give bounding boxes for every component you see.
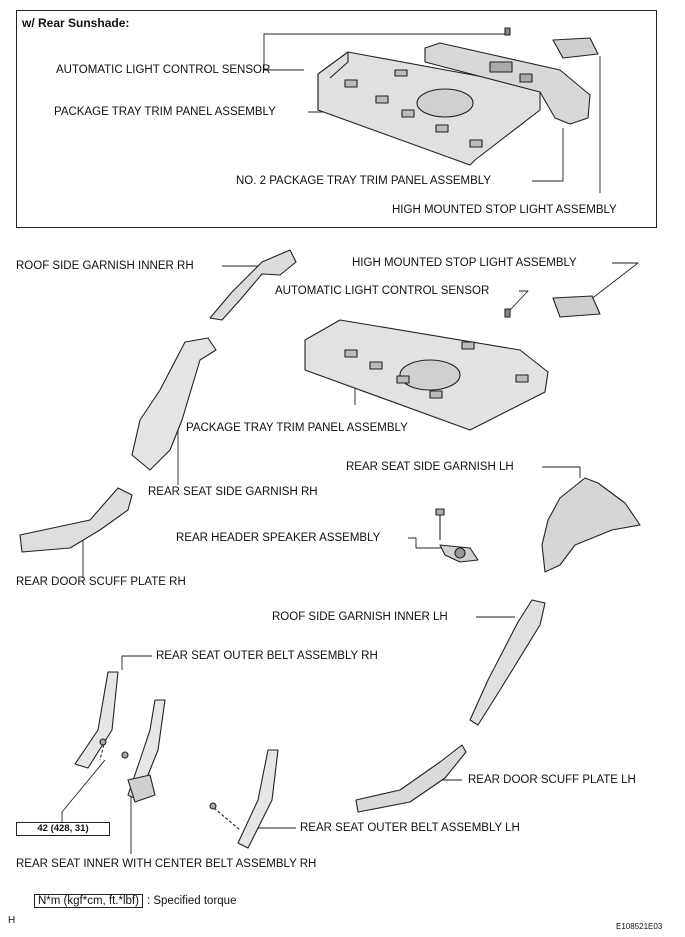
inset-label-auto-light-sensor: AUTOMATIC LIGHT CONTROL SENSOR — [56, 64, 271, 76]
rear-seat-side-garnish-lh-part — [541, 477, 641, 573]
legend-unit-box: N*m (kgf*cm, ft.*lbf) — [34, 894, 143, 908]
inset-stop-light-part — [552, 37, 599, 59]
label-stop-light: HIGH MOUNTED STOP LIGHT ASSEMBLY — [352, 257, 577, 269]
label-roof-side-garnish-inner-rh: ROOF SIDE GARNISH INNER RH — [16, 260, 194, 272]
figure-code: E108521E03 — [616, 922, 663, 931]
package-tray-part — [304, 319, 549, 431]
label-rear-seat-side-garnish-rh: REAR SEAT SIDE GARNISH RH — [148, 486, 318, 498]
inset-no2-tray-part — [424, 42, 591, 125]
label-rear-header-speaker: REAR HEADER SPEAKER ASSEMBLY — [176, 532, 381, 544]
inset-sensor-part — [504, 27, 511, 36]
rear-seat-side-garnish-rh-part — [131, 337, 217, 471]
leader-torque — [61, 759, 106, 822]
label-rear-door-scuff-lh: REAR DOOR SCUFF PLATE LH — [468, 774, 636, 786]
rear-sunshade-inset-frame — [16, 10, 657, 228]
leader-inset-sensor — [263, 33, 507, 71]
torque-spec-box: 42 (428, 31) — [16, 822, 110, 836]
label-package-tray: PACKAGE TRAY TRIM PANEL ASSEMBLY — [186, 422, 408, 434]
leader-stop-light — [589, 262, 639, 301]
label-rear-seat-side-garnish-lh: REAR SEAT SIDE GARNISH LH — [346, 461, 514, 473]
rear-header-speaker-part — [435, 508, 479, 563]
legend: N*m (kgf*cm, ft.*lbf): Specified torque — [34, 894, 236, 909]
label-rear-seat-outer-belt-lh: REAR SEAT OUTER BELT ASSEMBLY LH — [300, 822, 520, 834]
label-rear-door-scuff-rh: REAR DOOR SCUFF PLATE RH — [16, 576, 186, 588]
stop-light-part — [552, 295, 601, 318]
label-roof-side-garnish-inner-lh: ROOF SIDE GARNISH INNER LH — [272, 611, 448, 623]
corner-mark-left: H — [8, 915, 16, 926]
inset-label-stop-light: HIGH MOUNTED STOP LIGHT ASSEMBLY — [392, 204, 617, 216]
inset-package-tray-part — [317, 51, 541, 166]
roof-side-garnish-inner-rh-part — [209, 249, 297, 321]
inset-label-package-tray: PACKAGE TRAY TRIM PANEL ASSEMBLY — [54, 106, 276, 118]
inset-title: w/ Rear Sunshade: — [22, 16, 130, 30]
leader-side-lh — [542, 466, 581, 478]
roof-side-garnish-inner-lh-part — [469, 599, 546, 726]
sensor-part — [504, 308, 511, 318]
leader-speaker — [408, 537, 445, 549]
leader-inset-no2-tray — [532, 128, 564, 182]
legend-text: : Specified torque — [146, 895, 237, 907]
rear-seat-inner-center-belt-rh-part — [121, 699, 166, 803]
label-rear-seat-outer-belt-rh: REAR SEAT OUTER BELT ASSEMBLY RH — [156, 650, 378, 662]
leader-outer-belt-rh — [121, 655, 152, 670]
label-auto-light-sensor: AUTOMATIC LIGHT CONTROL SENSOR — [275, 285, 490, 297]
inset-label-no2-package-tray: NO. 2 PACKAGE TRAY TRIM PANEL ASSEMBLY — [236, 175, 491, 187]
rear-door-scuff-lh-part — [355, 744, 467, 813]
rear-door-scuff-rh-part — [19, 487, 133, 553]
rear-seat-outer-belt-lh-part — [209, 749, 279, 849]
label-rear-seat-inner-center-belt-rh: REAR SEAT INNER WITH CENTER BELT ASSEMBL… — [16, 858, 317, 870]
rear-seat-outer-belt-rh-part — [74, 671, 119, 769]
leader-sensor — [509, 290, 529, 311]
